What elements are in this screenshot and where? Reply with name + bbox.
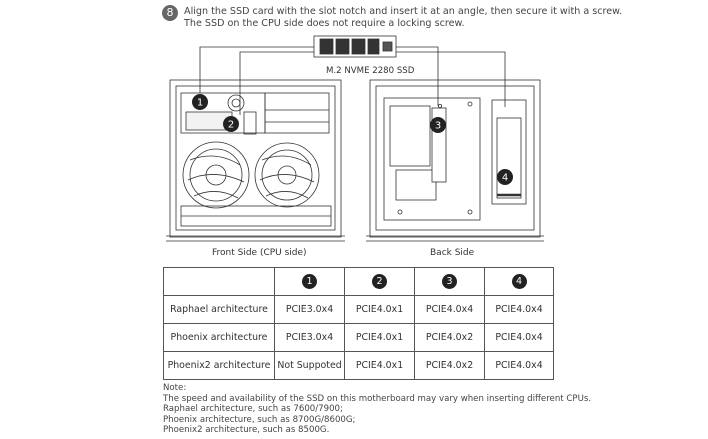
table-cell: PCIE4.0x1 bbox=[344, 351, 415, 380]
note-line: Raphael architecture, such as 7600/7900; bbox=[163, 404, 343, 415]
table-cell: PCIE4.0x4 bbox=[414, 295, 485, 324]
pcie-spec-table: 1 2 3 4 Raphael architecture PCIE3.0x4 P… bbox=[163, 267, 554, 380]
table-header-cell: 3 bbox=[414, 267, 485, 296]
table-cell: Not Suppoted bbox=[274, 351, 345, 380]
table-cell: PCIE4.0x4 bbox=[484, 295, 554, 324]
marker-1: 1 bbox=[192, 94, 208, 110]
table-cell: PCIE4.0x1 bbox=[344, 323, 415, 352]
marker-4-label: 4 bbox=[502, 173, 508, 184]
instruction-text: Align the SSD card with the slot notch a… bbox=[184, 6, 622, 29]
note-line: The speed and availability of the SSD on… bbox=[163, 393, 592, 404]
table-cell: PCIE4.0x4 bbox=[484, 351, 554, 380]
table-row: Phoenix2 architecture Not Suppoted PCIE4… bbox=[163, 351, 554, 380]
table-header-cell: 4 bbox=[484, 267, 554, 296]
row-architecture-label: Phoenix2 architecture bbox=[163, 351, 275, 380]
row-architecture-label: Raphael architecture bbox=[163, 295, 275, 324]
table-header-cell: 1 bbox=[274, 267, 345, 296]
ssd-label: M.2 NVME 2280 SSD bbox=[326, 66, 415, 76]
table-header-row: 1 2 3 4 bbox=[163, 267, 554, 296]
front-side-caption: Front Side (CPU side) bbox=[212, 248, 307, 258]
table-cell: PCIE3.0x4 bbox=[274, 323, 345, 352]
slot-1-badge: 1 bbox=[302, 274, 317, 289]
marker-3: 3 bbox=[430, 117, 446, 133]
table-cell: PCIE4.0x2 bbox=[414, 351, 485, 380]
table-row: Raphael architecture PCIE3.0x4 PCIE4.0x1… bbox=[163, 295, 554, 324]
back-chassis bbox=[366, 79, 544, 242]
installation-diagram: 1 2 3 4 bbox=[166, 35, 544, 242]
marker-2-label: 2 bbox=[228, 120, 234, 131]
table-cell: PCIE4.0x2 bbox=[414, 323, 485, 352]
row-architecture-label: Phoenix architecture bbox=[163, 323, 275, 352]
back-side-caption: Back Side bbox=[430, 248, 475, 258]
table-cell: PCIE4.0x1 bbox=[344, 295, 415, 324]
slot-4-badge: 4 bbox=[511, 274, 527, 289]
marker-3-label: 3 bbox=[435, 121, 441, 132]
table-cell: PCIE4.0x4 bbox=[484, 323, 554, 352]
table-corner-cell bbox=[163, 267, 275, 296]
slot-2-badge: 2 bbox=[372, 274, 387, 289]
note-line: Phoenix architecture, such as 8700G/8600… bbox=[163, 414, 356, 425]
table-header-cell: 2 bbox=[344, 267, 415, 296]
marker-2: 2 bbox=[223, 116, 239, 132]
instruction-line-2: The SSD on the CPU side does not require… bbox=[184, 17, 465, 29]
ssd-illustration bbox=[313, 35, 397, 58]
slot-3-badge: 3 bbox=[442, 274, 457, 289]
step-number-badge: 8 bbox=[162, 5, 178, 21]
note-line: Phoenix2 architecture, such as 8500G. bbox=[163, 425, 330, 436]
table-cell: PCIE3.0x4 bbox=[274, 295, 345, 324]
marker-4: 4 bbox=[497, 169, 513, 185]
instruction-line-1: Align the SSD card with the slot notch a… bbox=[184, 6, 623, 17]
marker-1-label: 1 bbox=[197, 98, 203, 109]
note-block: Note: The speed and availability of the … bbox=[163, 383, 591, 436]
note-title: Note: bbox=[163, 383, 187, 393]
table-row: Phoenix architecture PCIE3.0x4 PCIE4.0x1… bbox=[163, 323, 554, 352]
